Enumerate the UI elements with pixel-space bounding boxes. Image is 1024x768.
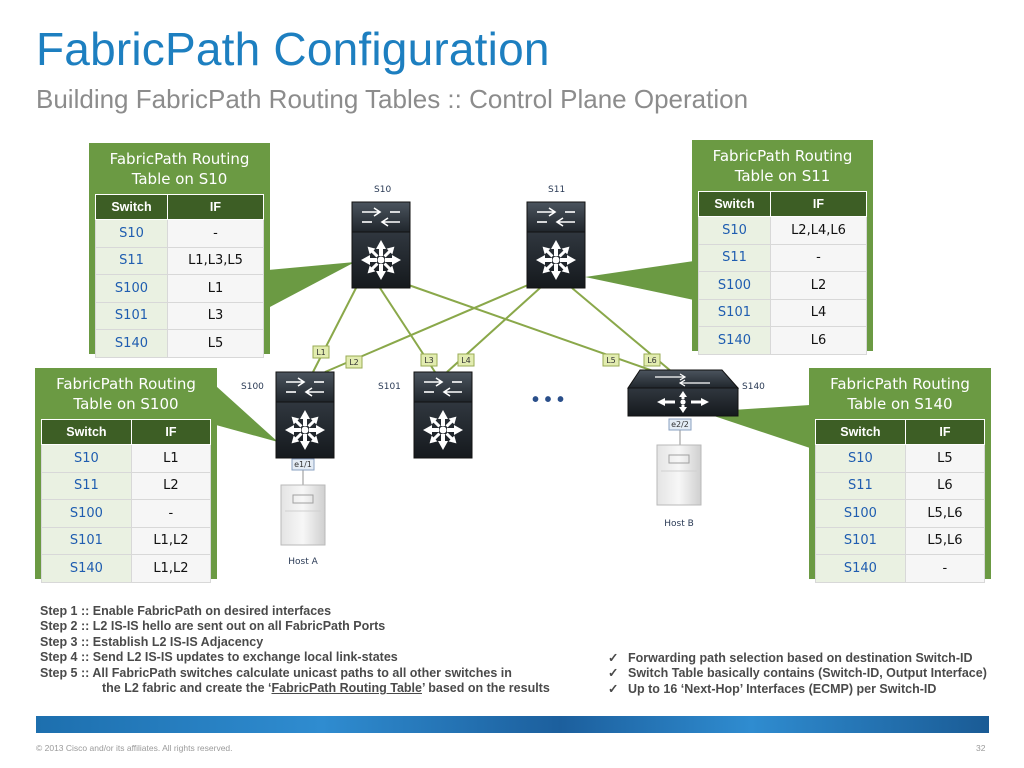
column-header-switch: Switch [698,191,771,217]
table-row: S10- [95,219,265,248]
copyright: © 2013 Cisco and/or its affiliates. All … [36,743,233,753]
link-label-l1: L1 [316,348,326,357]
check-icon: ✓ [608,681,619,696]
routing-table-term: FabricPath Routing Table [271,681,422,696]
port-label-e2-2: e2/2 [671,420,689,429]
key-points: ✓Forwarding path selection based on dest… [608,651,987,697]
label-s10: S10 [374,185,391,195]
callout-s10 [268,262,355,308]
column-header-if: IF [166,194,265,220]
column-header-if: IF [904,419,986,445]
bullet-item: ✓Switch Table basically contains (Switch… [608,666,987,681]
routing-table-title: FabricPath Routing Table on S140 [830,375,970,413]
link-label-l2: L2 [349,358,359,367]
routing-table-title: FabricPath Routing Table on S100 [56,375,196,413]
port-label-e1-1: e1/1 [294,460,312,469]
step-5: Step 5 :: All FabricPath switches calcul… [40,665,512,680]
step-4: Step 4 :: Send L2 IS-IS updates to excha… [40,650,398,665]
bullet-item: ✓Up to 16 ‘Next-Hop’ Interfaces (ECMP) p… [608,681,937,696]
column-header-switch: Switch [815,419,906,445]
link-label-l6: L6 [647,356,657,365]
table-row: S100- [41,499,212,528]
footer-band [36,716,989,733]
label-host-a: Host A [288,557,318,567]
column-header-if: IF [130,419,212,445]
table-row: S140- [815,554,986,583]
column-header-if: IF [769,191,868,217]
label-s101: S101 [378,382,401,392]
link-label-l5: L5 [606,356,616,365]
step-2: Step 2 :: L2 IS-IS hello are sent out on… [40,619,386,634]
link-label-l3: L3 [424,356,434,365]
label-host-b: Host B [664,519,694,529]
column-header-switch: Switch [41,419,132,445]
routing-table-title: FabricPath Routing Table on S11 [712,147,853,185]
link-labels: L1 L2 L3 L4 L5 L6 [312,345,661,369]
link-label-l4: L4 [461,356,471,365]
routing-table-title: FabricPath Routing Table on S10 [109,150,250,188]
step-1: Step 1 :: Enable FabricPath on desired i… [40,604,332,618]
host-b-icon [656,444,702,506]
host-a-icon [280,484,326,546]
switch-s101-icon [413,371,473,459]
page-number: 32 [976,743,986,753]
switch-s140-icon [627,369,740,417]
configuration-steps: Step 1 :: Enable FabricPath on desired i… [40,604,550,696]
check-icon: ✓ [608,651,619,665]
column-header-switch: Switch [95,194,168,220]
switch-s11-icon [526,201,586,289]
step-3: Step 3 :: Establish L2 IS-IS Adjacency [40,634,264,649]
slide-subtitle: Building FabricPath Routing Tables :: Co… [36,84,749,114]
step-5-continuation: the L2 fabric and create the ‘FabricPath… [102,681,550,696]
label-s100: S100 [241,382,264,392]
table-row: S11- [698,243,868,272]
slide-title: FabricPath Configuration [36,23,550,75]
check-icon: ✓ [608,666,619,681]
label-s11: S11 [548,185,565,195]
ellipsis-more-switches: • • • [532,389,564,411]
switch-s100-icon [275,371,335,459]
bullet-item: ✓Forwarding path selection based on dest… [608,651,973,665]
switch-s10-icon [351,201,411,289]
label-s140: S140 [742,382,765,392]
